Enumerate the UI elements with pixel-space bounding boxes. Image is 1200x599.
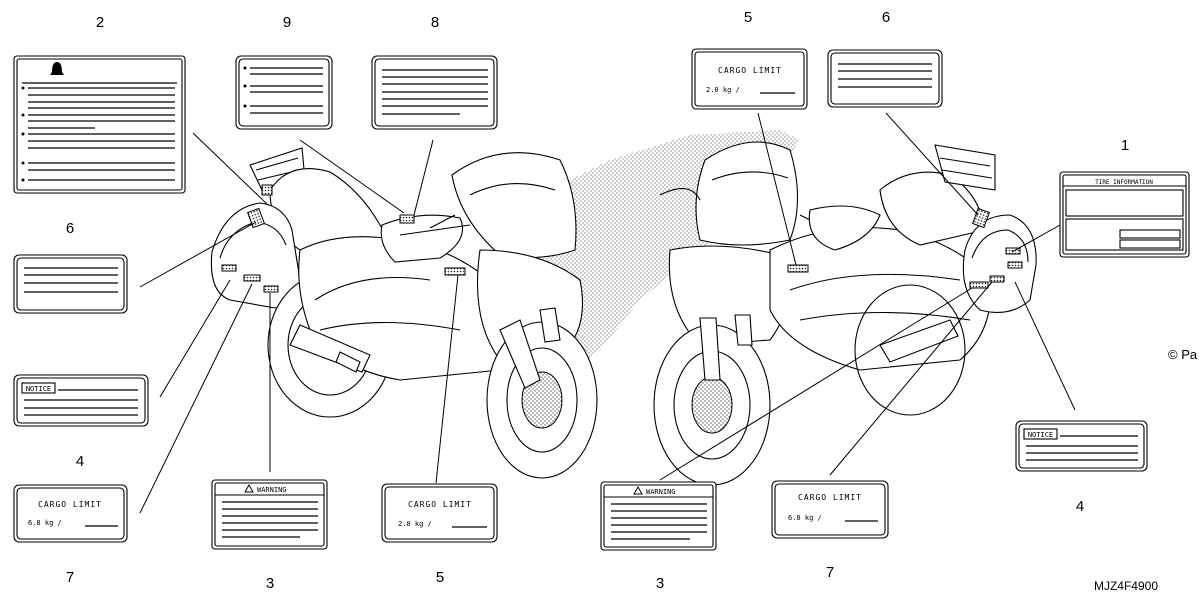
cargo-title-right: CARGO LIMIT — [798, 493, 862, 502]
callout-1: 1 — [1121, 137, 1129, 154]
label-3-warning-left: WARNING — [211, 479, 328, 550]
cargo-value-top: 2.0 kg / — [706, 86, 740, 94]
callout-4-right: 4 — [1076, 498, 1084, 515]
notice-title-left: NOTICE — [26, 385, 51, 393]
warning-title-left: WARNING — [257, 486, 287, 494]
label-4-notice-left: NOTICE — [13, 374, 149, 427]
callout-3-right: 3 — [656, 575, 664, 592]
callout-numbers: 1 2 9 8 5 6 6 4 7 3 5 3 7 4 — [66, 9, 1129, 592]
label-6-left — [13, 254, 128, 314]
label-9 — [235, 55, 333, 130]
label-7-cargo-left: CARGO LIMIT 6.8 kg / — [13, 484, 128, 543]
callout-7-left: 7 — [66, 569, 74, 586]
label-1-tire-info: TIRE INFORMATION — [1059, 171, 1190, 258]
callout-5-top: 5 — [744, 9, 752, 26]
cargo-value-right: 6.8 kg / — [788, 514, 822, 522]
label-5-cargo-top: CARGO LIMIT 2.0 kg / — [691, 48, 808, 110]
label-5-cargo-bottom: CARGO LIMIT 2.0 kg / — [381, 483, 498, 543]
copyright-text: © Pa — [1168, 347, 1198, 362]
callout-6-top: 6 — [882, 9, 890, 26]
callout-4-left: 4 — [76, 453, 84, 470]
cargo-value-bottom: 2.0 kg / — [398, 520, 432, 528]
leader-lines — [139, 112, 1076, 514]
callout-3-left: 3 — [266, 575, 274, 592]
callout-7-right: 7 — [826, 564, 834, 581]
warning-triangle-icon — [244, 483, 254, 493]
callout-5-bottom: 5 — [436, 569, 444, 586]
left-motorcycle — [210, 147, 598, 479]
cargo-title-bottom: CARGO LIMIT — [408, 500, 472, 509]
label-2-safety — [13, 55, 186, 194]
label-6-top — [827, 49, 943, 108]
warning-triangle-icon — [633, 485, 643, 495]
cargo-title-left: CARGO LIMIT — [38, 500, 102, 509]
label-3-warning-right: WARNING — [600, 481, 717, 551]
right-motorcycle — [653, 141, 1037, 486]
label-4-notice-right: NOTICE — [1015, 420, 1148, 472]
warning-title-right: WARNING — [646, 488, 676, 496]
cargo-value-left: 6.8 kg / — [28, 519, 62, 527]
callout-9: 9 — [283, 14, 291, 31]
callout-6-left: 6 — [66, 220, 74, 237]
part-code: MJZ4F4900 — [1094, 579, 1158, 593]
cargo-title-top: CARGO LIMIT — [718, 66, 782, 75]
callout-8: 8 — [431, 14, 439, 31]
callout-2: 2 — [96, 14, 104, 31]
tire-info-title: TIRE INFORMATION — [1095, 179, 1153, 186]
label-7-cargo-right: CARGO LIMIT 6.8 kg / — [771, 480, 889, 539]
notice-title-right: NOTICE — [1028, 431, 1053, 439]
label-8 — [371, 55, 498, 130]
safety-alert-icon — [50, 62, 64, 75]
